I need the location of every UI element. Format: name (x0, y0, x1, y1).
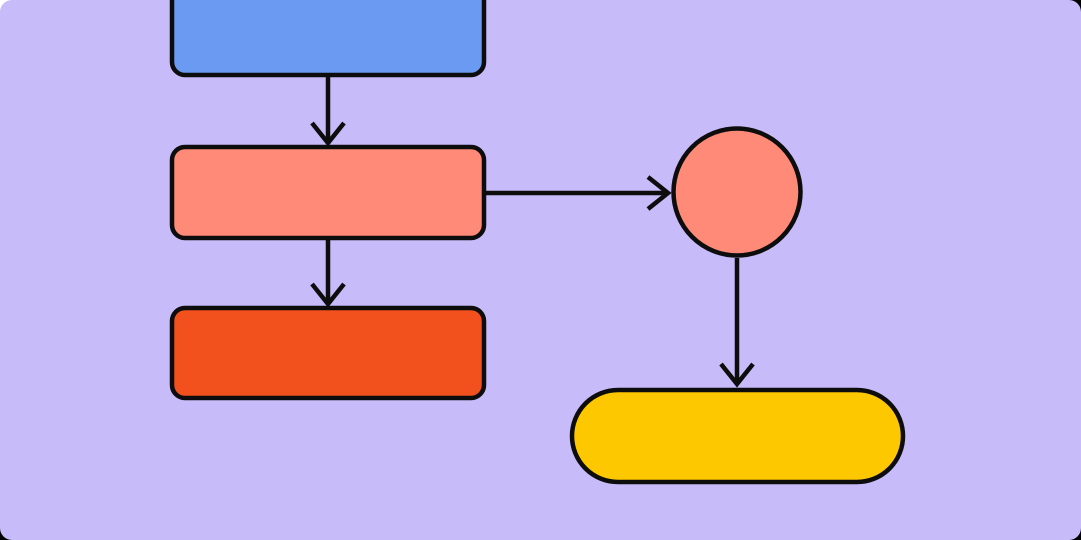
arrow-blue-to-salmon (310, 77, 346, 147)
arrow-salmon-to-circle (486, 175, 672, 211)
arrow-salmon-to-orange (310, 240, 346, 308)
flow-node-salmon-circle (671, 126, 803, 258)
arrowhead-down-icon (719, 362, 755, 388)
flow-node-salmon-middle (169, 144, 487, 241)
arrow-circle-to-pill (719, 258, 755, 388)
arrowhead-right-icon (646, 175, 672, 211)
edges-layer (310, 77, 755, 388)
flow-node-orange-bottom (169, 305, 487, 401)
arrowhead-down-icon (310, 121, 346, 147)
arrowhead-down-icon (310, 282, 346, 308)
flow-node-blue-top (169, 0, 487, 78)
flow-node-yellow-pill (569, 387, 906, 485)
nodes-layer (169, 0, 906, 485)
